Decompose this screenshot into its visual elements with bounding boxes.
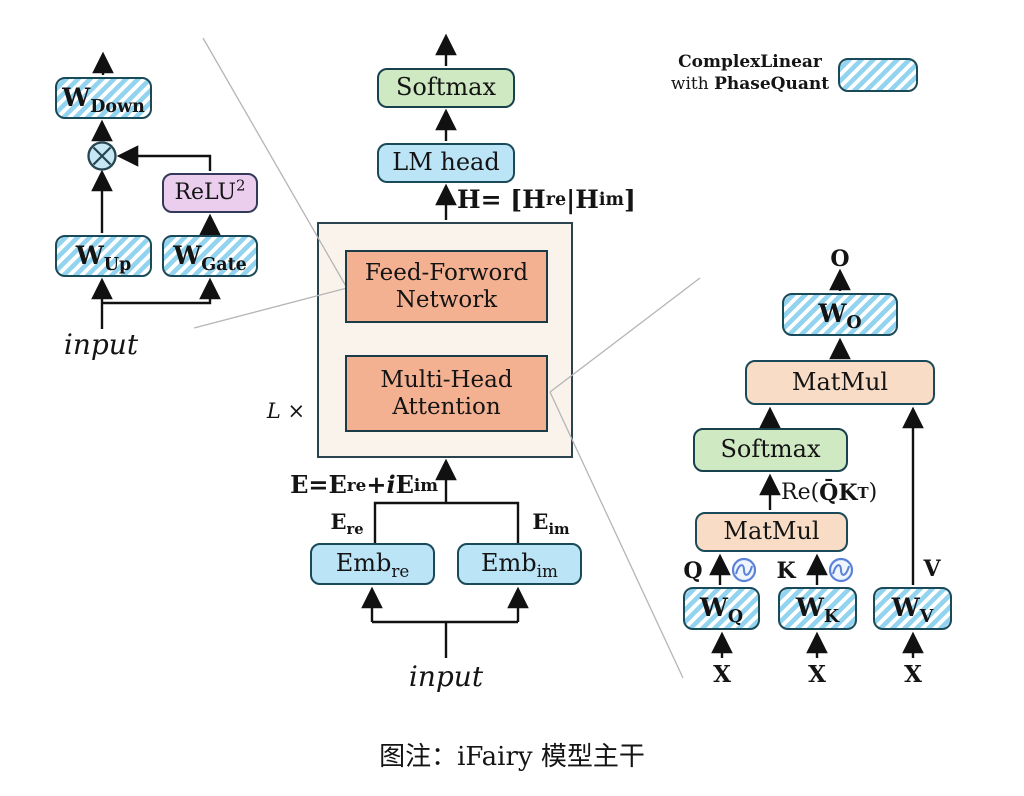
- emb-im-box: Embim: [457, 543, 582, 585]
- x-input-label-v: X: [904, 661, 922, 689]
- matmul-top-label: MatMul: [791, 367, 889, 396]
- legend-text: ComplexLinear with PhaseQuant: [668, 50, 832, 96]
- matmul-bottom-label: MatMul: [723, 517, 820, 546]
- w-down-label: WDown: [62, 82, 145, 117]
- backbone-input-label: input: [408, 659, 484, 693]
- q-wire-label: Q: [683, 557, 703, 584]
- legend-line2: with PhaseQuant: [670, 74, 830, 94]
- w-k-label: WK: [795, 593, 840, 628]
- o-output-label: O: [830, 245, 850, 272]
- ffn-block-line1: Feed-Forword: [364, 260, 529, 287]
- elementwise-multiply-icon: [87, 141, 117, 171]
- mha-block-line2: Attention: [392, 393, 501, 420]
- matmul-top-box: MatMul: [745, 360, 935, 405]
- figure-caption: 图注：iFairy 模型主干: [379, 741, 645, 772]
- k-wire-label: K: [776, 557, 796, 584]
- w-up-box: WUp: [55, 235, 152, 277]
- w-v-label: WV: [891, 593, 934, 628]
- legend-complexlinear-swatch: [838, 58, 918, 92]
- rope-rotation-icon-k: [828, 557, 854, 583]
- mha-block-line1: Multi-Head: [380, 367, 513, 394]
- relu-squared-box: ReLU2: [162, 173, 258, 213]
- legend-line1: ComplexLinear: [678, 52, 822, 72]
- w-gate-label: WGate: [173, 240, 247, 275]
- matmul-bottom-box: MatMul: [695, 512, 848, 552]
- multi-head-attention-block: Multi-Head Attention: [345, 355, 548, 432]
- w-down-box: WDown: [55, 77, 152, 119]
- x-input-label-k: X: [808, 661, 826, 689]
- output-softmax-box: Softmax: [377, 68, 515, 108]
- lm-head-box: LM head: [377, 143, 515, 183]
- ffn-input-label: input: [63, 327, 139, 361]
- output-softmax-label: Softmax: [395, 73, 497, 102]
- w-o-label: WO: [818, 299, 862, 334]
- emb-re-box: Embre: [310, 543, 435, 585]
- layers-count-label: L ×: [266, 399, 306, 424]
- w-v-box: WV: [873, 587, 952, 630]
- w-gate-box: WGate: [162, 235, 258, 277]
- w-k-box: WK: [778, 587, 857, 630]
- attention-softmax-box: Softmax: [693, 428, 848, 472]
- rope-rotation-icon-q: [731, 557, 757, 583]
- emb-im-label: Embim: [481, 549, 558, 581]
- lm-head-label: LM head: [392, 148, 500, 177]
- w-up-label: WUp: [75, 240, 132, 275]
- v-wire-label: V: [923, 555, 941, 582]
- emb-re-label: Embre: [335, 549, 410, 581]
- relu-squared-label: ReLU2: [174, 177, 246, 206]
- feed-forward-network-block: Feed-Forword Network: [345, 250, 548, 323]
- w-q-label: WQ: [699, 593, 744, 628]
- w-q-box: WQ: [683, 587, 760, 630]
- e-re-wire-label: Ere: [330, 509, 364, 539]
- ffn-block-line2: Network: [395, 286, 498, 313]
- attention-softmax-label: Softmax: [720, 435, 821, 464]
- e-im-wire-label: Eim: [532, 509, 570, 539]
- w-o-box: WO: [782, 293, 898, 336]
- x-input-label-q: X: [713, 661, 731, 689]
